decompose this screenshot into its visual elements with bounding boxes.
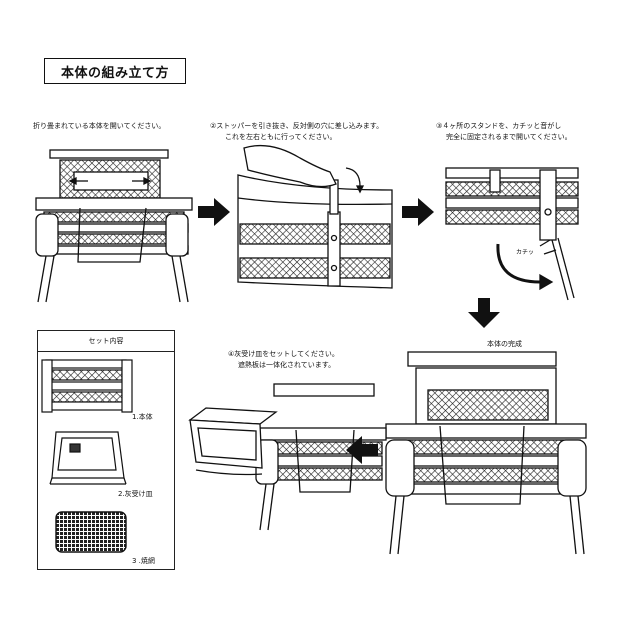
- step3-stand-drawing: [445, 167, 579, 301]
- set-item-body-drawing: [41, 359, 133, 413]
- set-item-grill-net-drawing: [55, 511, 127, 553]
- set-contents-panel: セット内容: [37, 330, 175, 570]
- set-contents-header: セット内容: [38, 331, 174, 352]
- set-item-ash-tray-label: 2.灰受け皿: [118, 490, 153, 498]
- step2-caption-line2: これを左右ともに行ってください。: [225, 133, 337, 141]
- set-item-ash-tray-drawing: [49, 431, 127, 485]
- page-title: 本体の組み立て方: [44, 58, 186, 84]
- step1-folded-grill-drawing: [35, 149, 193, 303]
- completed-grill-drawing: [385, 351, 587, 555]
- step4-caption-line1: ④灰受け皿をセットしてください。: [228, 350, 339, 358]
- step4-caption-line2: 遮熱板は一体化されています。: [238, 361, 336, 369]
- set-item-grill-net-label: 3 .焼網: [132, 557, 155, 565]
- arrow-right-icon: [402, 198, 434, 226]
- click-sound-label: カチッ: [516, 249, 535, 256]
- arrow-down-icon: [468, 298, 500, 328]
- step2-caption-line1: ②ストッパーを引き抜き、反対側の穴に差し込みます。: [210, 122, 384, 130]
- step1-caption: 折り畳まれている本体を開いてください。: [33, 122, 166, 130]
- step3-caption-line2: 完全に固定されるまで開いてください。: [446, 133, 572, 141]
- step3-caption-line1: ③４ヶ所のスタンドを、カチッと音がし: [436, 122, 562, 130]
- arrow-left-icon: [346, 436, 378, 464]
- step4-ash-tray-drawing: [188, 383, 387, 531]
- arrow-right-icon: [198, 198, 230, 226]
- step2-stopper-drawing: [237, 144, 393, 289]
- complete-caption: 本体の完成: [487, 340, 522, 348]
- set-item-body-label: 1.本体: [132, 413, 153, 421]
